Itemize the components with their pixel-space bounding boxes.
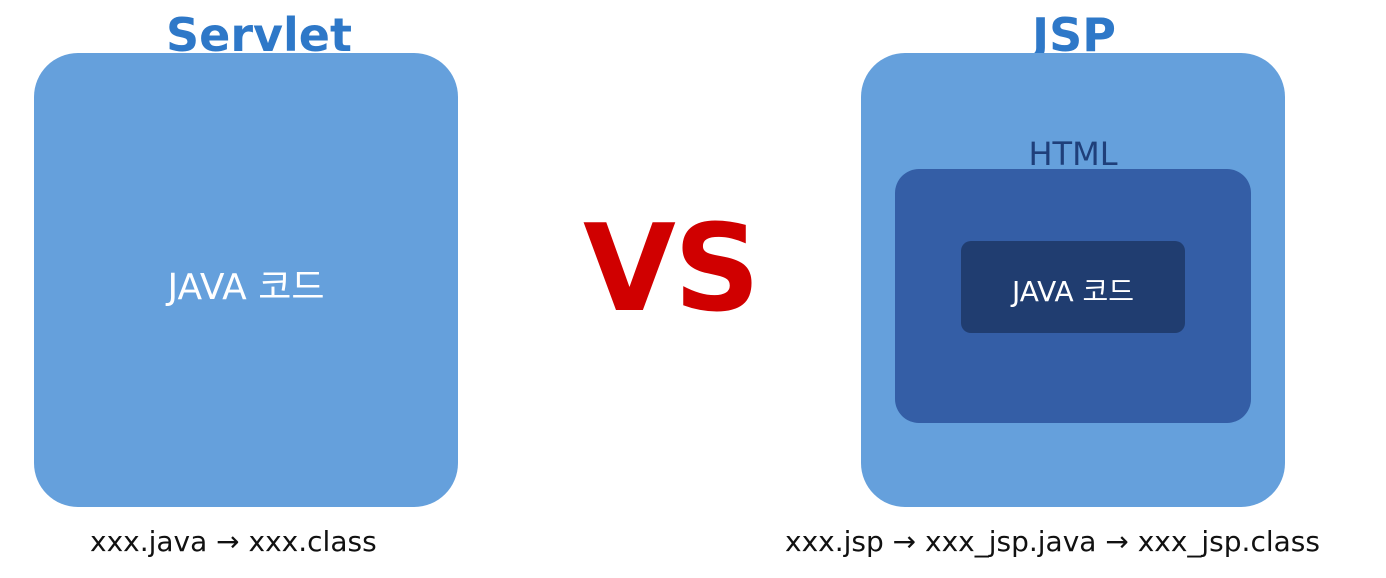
html-label: HTML [1028, 135, 1118, 173]
jsp-compile-caption: xxx.jsp → xxx_jsp.java → xxx_jsp.class [785, 525, 1320, 558]
servlet-compile-caption: xxx.java → xxx.class [90, 525, 377, 558]
jsp-title: JSP [1032, 8, 1116, 62]
servlet-title: Servlet [166, 8, 352, 62]
servlet-box: JAVA 코드 [34, 53, 458, 507]
jsp-java-code-label: JAVA 코드 [1011, 275, 1135, 308]
html-box: JAVA 코드 [895, 169, 1251, 423]
jsp-box: HTML JAVA 코드 [861, 53, 1285, 507]
vs-label: VS [583, 200, 760, 339]
servlet-java-code-label: JAVA 코드 [167, 267, 325, 308]
jsp-java-code-box: JAVA 코드 [961, 241, 1185, 333]
